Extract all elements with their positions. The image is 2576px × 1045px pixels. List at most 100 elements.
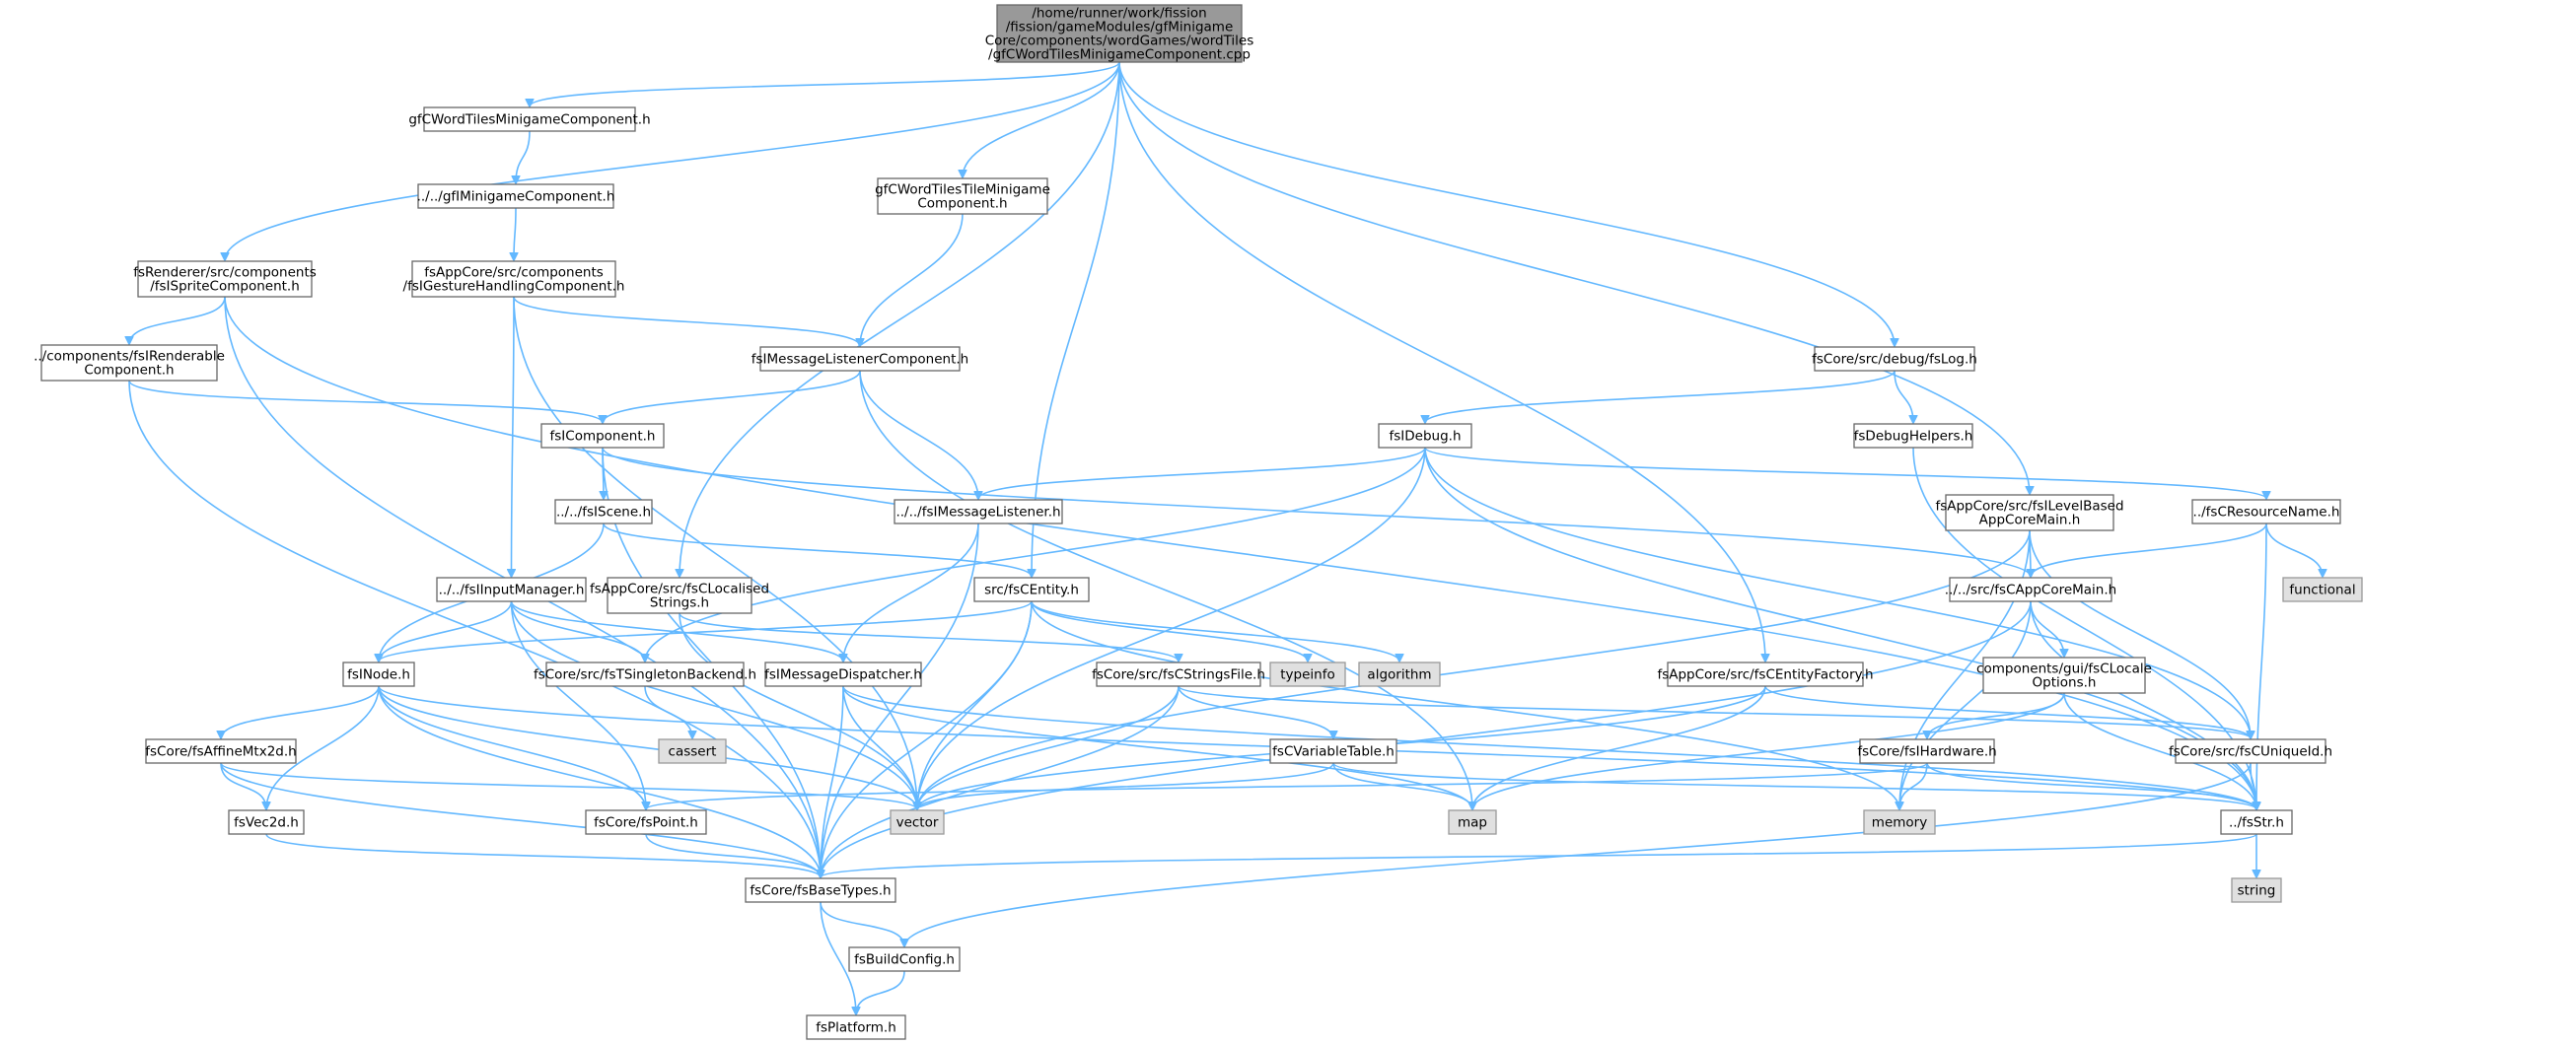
- node-fscuid[interactable]: fsCore/src/fsCUniqueId.h: [2169, 738, 2332, 764]
- node-fsihw[interactable]: fsCore/fsIHardware.h: [1857, 738, 1997, 764]
- edge-fscacm-to-memory: [1899, 600, 2032, 809]
- edge-fsidebug-to-fscrn: [1424, 447, 2266, 499]
- node-box: [585, 809, 707, 835]
- node-fsam2d[interactable]: fsCore/fsAffineMtx2d.h: [145, 738, 297, 764]
- node-fsiscene[interactable]: ../../fsIScene.h: [554, 499, 653, 524]
- node-fscrn[interactable]: ../fsCResourceName.h: [2191, 499, 2341, 524]
- edge-fsam2d-to-fsbasetypes: [220, 762, 821, 877]
- node-box: [2231, 877, 2282, 903]
- node-memory: memory: [1863, 809, 1936, 835]
- node-box: [1949, 577, 2112, 602]
- node-box: [545, 662, 745, 687]
- node-box: [228, 809, 305, 835]
- edge-fsimd-to-fsstr: [842, 685, 2256, 809]
- edge-fscuid-to-fsstr: [2250, 762, 2256, 809]
- edge-fscacm-to-fscclo: [2030, 600, 2064, 657]
- node-root[interactable]: /home/runner/work/fission/fission/gameMo…: [985, 4, 1254, 63]
- edge-fscentity-to-memory: [1031, 600, 1899, 809]
- edge-fscvt-to-fsstr: [1332, 762, 2256, 809]
- node-fsiim[interactable]: ../../fsIInputManager.h: [436, 577, 587, 602]
- node-box: [137, 260, 313, 298]
- node-fspoint[interactable]: fsCore/fsPoint.h: [585, 809, 707, 835]
- edge-fsidebug-to-fscuid: [1424, 447, 2251, 738]
- node-fsicomp[interactable]: fsIComponent.h: [540, 423, 665, 449]
- node-label: map: [1458, 815, 1487, 831]
- node-string: string: [2231, 877, 2282, 903]
- node-label: fsIMessageListenerComponent.h: [751, 352, 968, 368]
- node-gfimc[interactable]: ../../gfIMinigameComponent.h: [417, 183, 615, 209]
- node-fscef[interactable]: fsAppCore/src/fsCEntityFactory.h: [1657, 662, 1874, 687]
- edge-fsimd-to-vector: [842, 685, 917, 809]
- node-fsisc[interactable]: fsRenderer/src/components/fsISpriteCompo…: [133, 260, 317, 298]
- node-label: /home/runner/work/fission: [1032, 6, 1206, 22]
- node-fsimlc[interactable]: fsIMessageListenerComponent.h: [751, 346, 968, 372]
- edge-fsinode-to-vector: [378, 685, 917, 809]
- node-fscvt[interactable]: fsCVariableTable.h: [1269, 738, 1397, 764]
- node-fsighc[interactable]: fsAppCore/src/components/fsIGestureHandl…: [403, 260, 625, 298]
- node-label: functional: [2289, 583, 2355, 598]
- node-fsidebug[interactable]: fsIDebug.h: [1378, 423, 1472, 449]
- node-label: string: [2238, 883, 2276, 899]
- node-vector: vector: [890, 809, 945, 835]
- node-fscacm[interactable]: ../../src/fsCAppCoreMain.h: [1945, 577, 2116, 602]
- edge-fsisc-to-fsirc: [129, 296, 226, 344]
- edge-fstsb-to-cassert: [644, 685, 692, 738]
- node-gfcwtmc[interactable]: gfCWordTilesMinigameComponent.h: [408, 106, 651, 132]
- node-map: map: [1448, 809, 1497, 835]
- edge-fsstr-to-fsbasetypes: [821, 833, 2257, 877]
- edge-fsidebug-to-vector: [917, 447, 1426, 809]
- node-label: /fission/gameModules/gfMinigame: [1006, 20, 1234, 35]
- edge-fsinode-to-fsvec2d: [266, 685, 380, 809]
- node-fslog[interactable]: fsCore/src/debug/fsLog.h: [1812, 346, 1977, 372]
- edge-fsidebug-to-fsiml: [978, 447, 1426, 499]
- node-label: Component.h: [917, 196, 1007, 212]
- node-label: fsAppCore/src/fsCLocalised: [590, 582, 769, 597]
- node-box: [2175, 738, 2326, 764]
- edge-root-to-gfcwttmc: [963, 61, 1120, 177]
- edge-fsinode-to-fspoint: [378, 685, 646, 809]
- node-box: [554, 499, 653, 524]
- node-fscentity[interactable]: src/fsCEntity.h: [973, 577, 1090, 602]
- edge-fspoint-to-fsbasetypes: [645, 833, 821, 877]
- node-box: [1945, 494, 2114, 531]
- node-fsstr[interactable]: ../fsStr.h: [2220, 809, 2293, 835]
- node-label: /gfCWordTilesMinigameComponent.cpp: [988, 47, 1251, 63]
- node-fsimd[interactable]: fsIMessageDispatcher.h: [764, 662, 922, 687]
- node-fsinode[interactable]: fsINode.h: [342, 662, 415, 687]
- edge-fsinode-to-fsam2d: [221, 685, 380, 738]
- node-box: [342, 662, 415, 687]
- node-label: fsCVariableTable.h: [1272, 744, 1395, 760]
- node-fsvec2d[interactable]: fsVec2d.h: [228, 809, 305, 835]
- edge-fscef-to-map: [1472, 685, 1766, 809]
- edge-root-to-fslog: [1118, 61, 1895, 346]
- node-box: [1667, 662, 1864, 687]
- edge-fsiim-to-vector: [510, 600, 918, 809]
- edge-fsam2d-to-vector: [220, 762, 917, 809]
- node-fstsb[interactable]: fsCore/src/fsTSingletonBackend.h: [534, 662, 756, 687]
- node-label: ../fsStr.h: [2229, 815, 2284, 831]
- node-label: fsDebugHelpers.h: [1854, 429, 1973, 445]
- node-fsbuildconfig[interactable]: fsBuildConfig.h: [848, 946, 961, 972]
- node-label: fsVec2d.h: [234, 815, 299, 831]
- node-label: fsAppCore/src/components: [424, 265, 604, 281]
- edge-fscuid-to-fsbuildconfig: [904, 762, 2252, 946]
- node-fsdebughelpers[interactable]: fsDebugHelpers.h: [1853, 423, 1973, 449]
- edge-gfcwtmc-to-gfimc: [516, 130, 531, 183]
- node-fscsf[interactable]: fsCore/src/fsCStringsFile.h: [1092, 662, 1265, 687]
- node-box: [1859, 738, 1995, 764]
- node-fsbasetypes[interactable]: fsCore/fsBaseTypes.h: [745, 877, 896, 903]
- node-label: ../../fsIScene.h: [556, 505, 651, 521]
- node-box: [2282, 577, 2363, 602]
- node-box: [759, 346, 961, 372]
- node-fsiml[interactable]: ../../fsIMessageListener.h: [894, 499, 1063, 524]
- node-box: [1448, 809, 1497, 835]
- node-label: ../fsCResourceName.h: [2193, 505, 2340, 521]
- node-fsplatform[interactable]: fsPlatform.h: [806, 1014, 906, 1040]
- edge-root-to-gfcwtmc: [530, 61, 1120, 106]
